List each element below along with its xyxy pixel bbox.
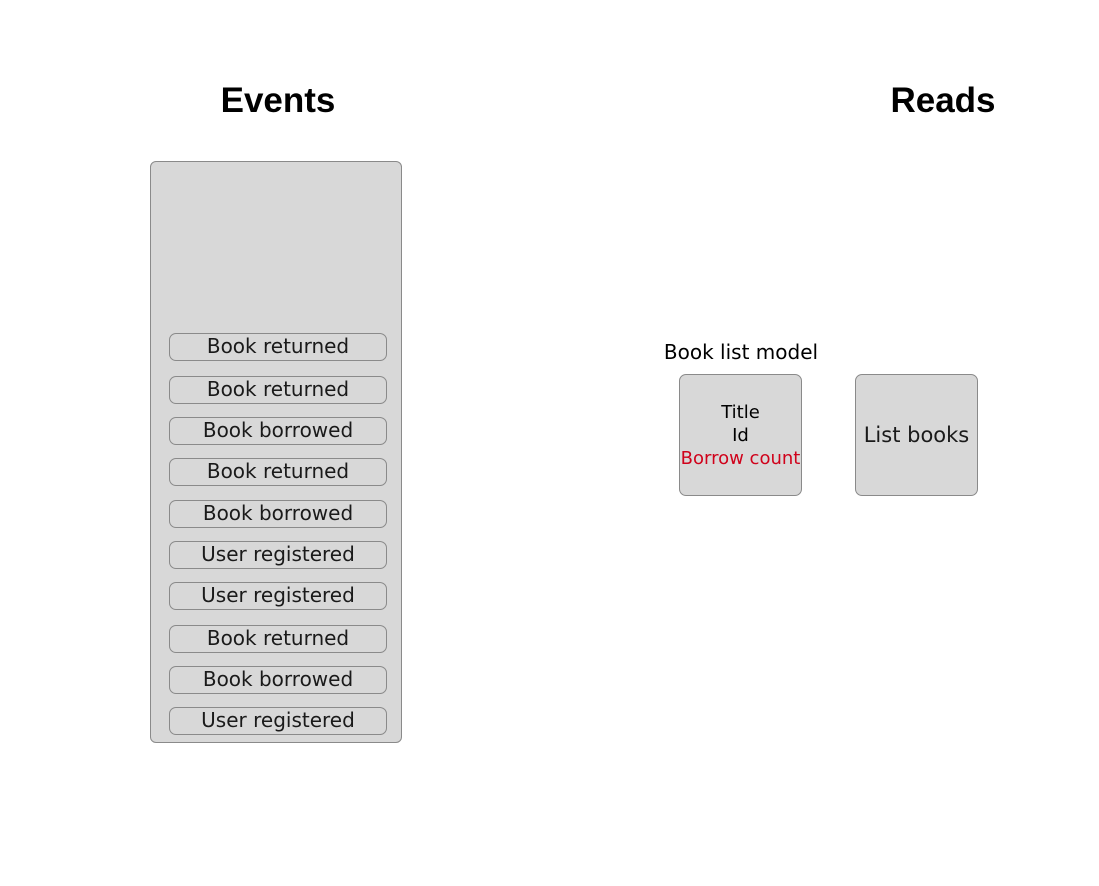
event-item: User registered (169, 541, 387, 569)
event-item: Book borrowed (169, 417, 387, 445)
event-item: Book returned (169, 625, 387, 653)
model-field-title: Title (721, 401, 760, 423)
event-item: Book returned (169, 458, 387, 486)
reads-heading: Reads (890, 81, 996, 120)
event-item: User registered (169, 707, 387, 735)
event-item: Book returned (169, 376, 387, 404)
model-field-id: Id (732, 424, 749, 446)
event-item: Book borrowed (169, 500, 387, 528)
event-item: Book returned (169, 333, 387, 361)
list-books-label: List books (863, 423, 970, 447)
book-list-model-label: Book list model (663, 340, 819, 364)
model-field-borrow-count: Borrow count (680, 447, 801, 469)
list-books-query-box: List books (855, 374, 978, 496)
event-item: Book borrowed (169, 666, 387, 694)
event-item: User registered (169, 582, 387, 610)
book-list-model-box: Title Id Borrow count (679, 374, 802, 496)
event-store: Book returned Book returned Book borrowe… (150, 161, 402, 743)
events-heading: Events (220, 81, 336, 120)
